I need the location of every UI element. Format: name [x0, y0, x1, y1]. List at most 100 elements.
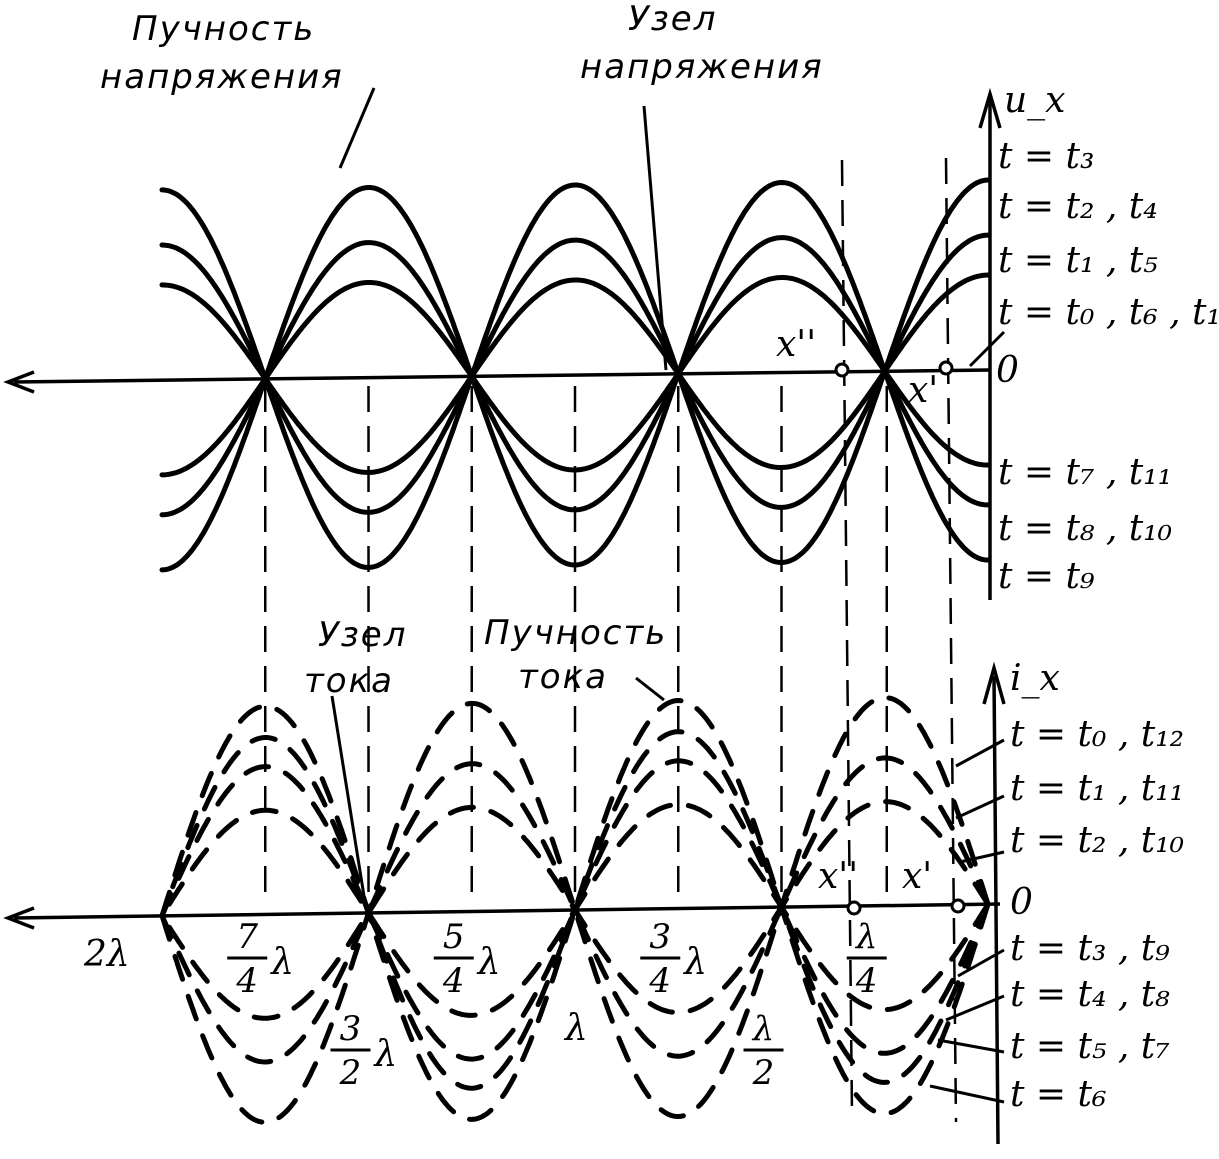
current-curve-label-0: t = t₀ , t₁₂: [1010, 714, 1184, 755]
x-tick-label-0: 2λ: [83, 934, 130, 975]
voltage-x-axis-arrow: [3, 370, 35, 394]
current-label-leader-0: [955, 738, 1005, 768]
current-curve-5: [159, 729, 991, 1091]
current-x-double-prime-label: x'': [818, 856, 858, 897]
voltage-plot: u_x 0 x'' x' t = t₃ t = t₂ , t₄ t = t₁ , t…: [3, 80, 1219, 600]
current-curve-label-5: t = t₅ , t₇: [1010, 1026, 1170, 1067]
voltage-antinode-leader: [338, 87, 376, 169]
voltage-x-axis: [13, 368, 991, 384]
current-x-axis: [13, 902, 1001, 920]
current-label-leaders: [929, 738, 1005, 1104]
x-tick-7: λ4: [846, 917, 887, 1001]
x-tick-suffix-3: λ: [476, 942, 501, 983]
current-curve-4: [159, 758, 991, 1062]
voltage-x-double-prime-label: x'': [776, 324, 816, 365]
x-tick-numerator-2: 3: [340, 1009, 362, 1049]
current-label-leader-1: [955, 794, 1005, 820]
voltage-axis-label-u: u_x: [1004, 80, 1066, 121]
voltage-zero-leader: [968, 330, 1006, 368]
voltage-curve-label-3: t = t₀ , t₆ , t₁₂: [998, 292, 1219, 333]
x-tick-numerator-1: 7: [236, 917, 258, 957]
voltage-curves: [159, 177, 991, 573]
voltage-x-prime-label: x': [908, 370, 938, 411]
current-curve-label-4: t = t₄ , t₈: [1010, 974, 1170, 1015]
voltage-curve-4: [159, 275, 991, 478]
current-x-axis-arrow: [3, 906, 35, 930]
x-tick-denominator-2: 2: [339, 1053, 362, 1093]
voltage-curve-label-6: t = t₉: [998, 556, 1095, 597]
x-tick-4: λ: [563, 1008, 588, 1049]
current-label-leader-6: [929, 1084, 1005, 1104]
current-curve-1: [159, 755, 991, 1065]
x-tick-0: 2λ: [83, 934, 130, 975]
voltage-curve-0: [159, 177, 991, 571]
voltage-curve-label-1: t = t₂ , t₄: [998, 186, 1158, 227]
voltage-curve-2: [159, 272, 991, 476]
current-label-leader-3: [957, 948, 1005, 978]
x-tick-suffix-5: λ: [682, 942, 707, 983]
x-tick-suffix-1: λ: [269, 942, 294, 983]
current-node-note-line1: Узел: [318, 615, 407, 655]
voltage-y-axis-arrow: [978, 87, 1002, 129]
current-antinode-note-line2: тока: [518, 657, 608, 697]
current-axis-label: i_x: [1010, 658, 1060, 699]
voltage-antinode-note-line1: Пучность: [132, 9, 315, 49]
x-tick-numerator-7: λ: [854, 917, 878, 957]
current-curve-labels: t = t₀ , t₁₂ t = t₁ , t₁₁ t = t₂ , t₁₀ t = …: [1010, 714, 1184, 1115]
current-node-note-line2: тока: [304, 661, 394, 701]
x-tick-6: λ2: [743, 1009, 784, 1093]
current-curve-label-6: t = t₆: [1010, 1074, 1106, 1115]
current-label-leader-4: [945, 994, 1005, 1022]
x-tick-denominator-1: 4: [235, 961, 258, 1001]
annotations: Пучность напряжения Узел напряжения Узел…: [100, 0, 824, 897]
voltage-curve-5: [159, 235, 991, 518]
voltage-point-x-double-prime: [834, 362, 850, 378]
current-node-leader: [330, 695, 366, 897]
voltage-curve-label-4: t = t₇ , t₁₁: [998, 452, 1172, 493]
x-tick-label-4: λ: [563, 1008, 588, 1049]
voltage-curve-label-5: t = t₈ , t₁₀: [998, 508, 1172, 549]
current-curve-label-2: t = t₂ , t₁₀: [1010, 820, 1184, 861]
guide-line-x-1: [944, 157, 958, 1123]
x-tick-denominator-3: 4: [442, 961, 465, 1001]
current-antinode-leader: [635, 676, 665, 702]
voltage-node-leader: [642, 105, 668, 371]
x-tick-numerator-5: 3: [649, 917, 671, 957]
current-curves: [159, 695, 991, 1125]
voltage-node-note-line2: напряжения: [580, 47, 824, 87]
voltage-curve-1: [159, 232, 991, 515]
x-tick-denominator-7: 4: [855, 961, 878, 1001]
current-origin-label: 0: [1010, 882, 1033, 923]
x-tick-denominator-6: 2: [752, 1053, 775, 1093]
current-curve-label-3: t = t₃ , t₉: [1010, 928, 1170, 969]
voltage-curve-6: [159, 179, 991, 573]
voltage-antinode-note-line2: напряжения: [100, 57, 344, 97]
current-y-axis: [992, 675, 1000, 1145]
current-antinode-note-line1: Пучность: [484, 613, 667, 653]
current-point-x-double-prime: [846, 900, 862, 916]
voltage-curve-labels: t = t₃ t = t₂ , t₄ t = t₁ , t₅ t = t₀ , t₆ …: [998, 136, 1219, 597]
voltage-point-x-prime: [938, 360, 954, 376]
current-label-leader-2: [959, 850, 1005, 864]
current-y-axis-arrow: [982, 661, 1006, 705]
x-tick-denominator-5: 4: [648, 961, 671, 1001]
x-tick-numerator-3: 5: [443, 917, 465, 957]
voltage-curve-label-0: t = t₃: [998, 136, 1094, 177]
current-point-x-prime: [950, 898, 966, 914]
voltage-node-note-line1: Узел: [628, 0, 717, 39]
voltage-curve-label-2: t = t₁ , t₅: [998, 240, 1158, 281]
current-curve-label-1: t = t₁ , t₁₁: [1010, 768, 1184, 809]
x-tick-suffix-2: λ: [373, 1034, 398, 1075]
current-x-prime-label: x': [902, 856, 932, 897]
x-tick-numerator-6: λ: [751, 1009, 775, 1049]
voltage-axis-label: u_x: [1004, 80, 1066, 121]
voltage-origin-label: 0: [996, 350, 1019, 391]
current-label-leader-5: [937, 1038, 1005, 1054]
